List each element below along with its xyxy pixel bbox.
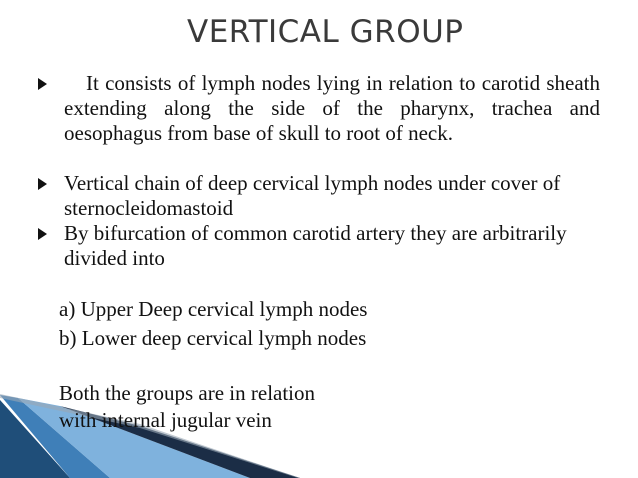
closing-line-2: with internal jugular vein [59,408,272,432]
closing-line-1: Both the groups are in relation [59,381,316,405]
subitem-lower-deep-nodes: b) Lower deep cervical lymph nodes [59,326,367,350]
bullet-text-2: Vertical chain of deep cervical lymph no… [64,171,561,220]
bullet-arrow-icon [38,78,47,90]
subitem-upper-deep-nodes: a) Upper Deep cervical lymph nodes [59,297,368,321]
slide-title: VERTICAL GROUP [187,14,464,50]
bullet-arrow-icon [38,228,47,240]
bullet-arrow-icon [38,178,47,190]
bullet-text-1: It consists of lymph nodes lying in rela… [64,71,600,145]
bullet-text-3: By bifurcation of common carotid artery … [64,221,567,270]
